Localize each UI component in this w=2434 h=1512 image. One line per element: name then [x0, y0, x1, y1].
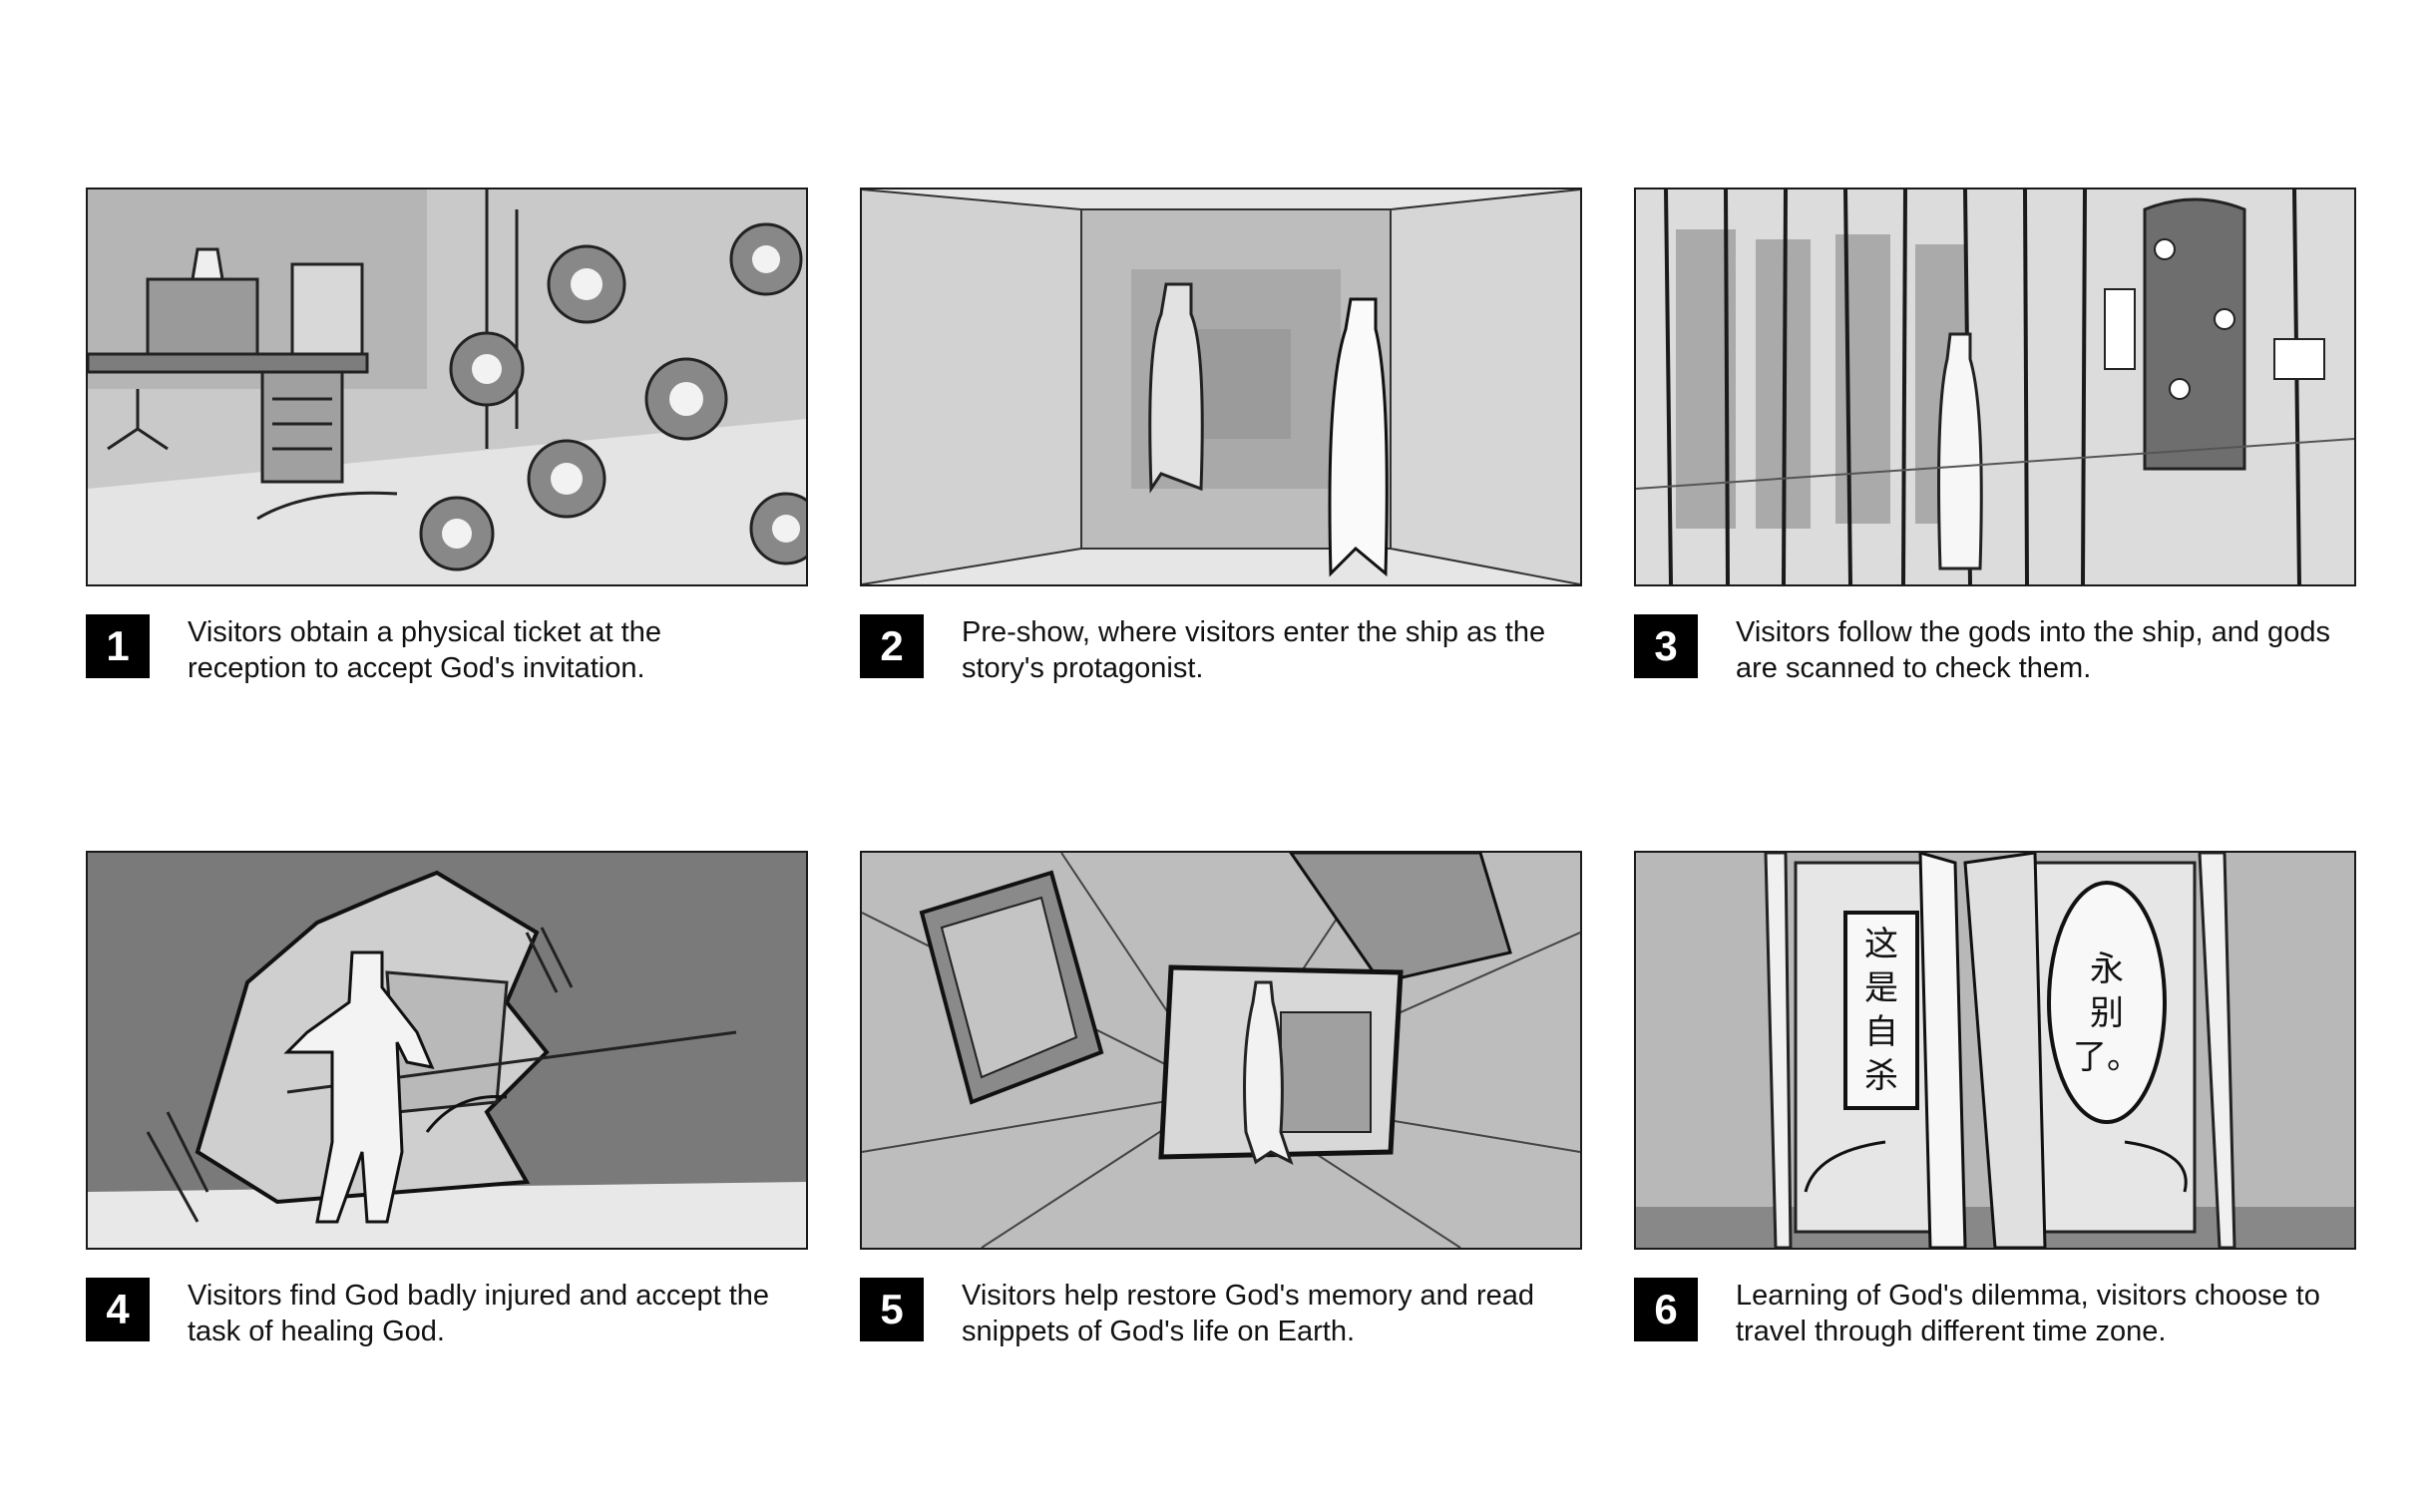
storyboard-panel-3: 3 Visitors follow the gods into the ship…	[1634, 188, 2356, 686]
ship-corridor-sketch	[862, 189, 1580, 584]
floating-memories-sketch	[862, 853, 1580, 1248]
sign-left-char: 这	[1864, 925, 1898, 964]
step-number-badge: 6	[1634, 1278, 1698, 1341]
storyboard-panel-4: 4 Visitors find God badly injured and ac…	[86, 851, 808, 1349]
storyboard-panel-5: 5 Visitors help restore God's memory and…	[860, 851, 1582, 1349]
sign-right-char: 永	[2090, 949, 2124, 989]
panel-6-illustration: 这 是 自 杀 永 别 了。	[1634, 851, 2356, 1250]
broken-wall-sketch	[88, 853, 806, 1248]
panel-1-illustration	[86, 188, 808, 586]
sign-left-char: 自	[1864, 1012, 1898, 1052]
step-description: Learning of God's dilemma, visitors choo…	[1736, 1280, 2320, 1347]
sign-left: 这 是 自 杀	[1847, 923, 1915, 1098]
panel-6-caption: 6 Learning of God's dilemma, visitors ch…	[1634, 1278, 2356, 1349]
step-description: Visitors follow the gods into the ship, …	[1736, 616, 2330, 684]
step-number-badge: 5	[860, 1278, 924, 1341]
step-number-badge: 3	[1634, 614, 1698, 678]
step-description: Visitors find God badly injured and acce…	[188, 1280, 770, 1347]
panel-5-caption: 5 Visitors help restore God's memory and…	[860, 1278, 1582, 1349]
panel-1-caption: 1 Visitors obtain a physical ticket at t…	[86, 614, 808, 686]
sign-right-char: 别	[2090, 993, 2124, 1033]
panel-5-illustration	[860, 851, 1582, 1250]
step-description: Visitors help restore God's memory and r…	[962, 1280, 1534, 1347]
panel-2-caption: 2 Pre-show, where visitors enter the shi…	[860, 614, 1582, 686]
time-doors-sketch	[1636, 853, 2354, 1248]
panel-4-illustration	[86, 851, 808, 1250]
storyboard-panel-1: 1 Visitors obtain a physical ticket at t…	[86, 188, 808, 686]
panel-4-caption: 4 Visitors find God badly injured and ac…	[86, 1278, 808, 1349]
sign-left-char: 杀	[1864, 1056, 1898, 1096]
panel-3-illustration	[1634, 188, 2356, 586]
sign-right-char: 了。	[2073, 1037, 2141, 1077]
step-description: Pre-show, where visitors enter the ship …	[962, 616, 1546, 684]
sign-right: 永 别 了。	[2065, 947, 2149, 1079]
step-number-badge: 2	[860, 614, 924, 678]
panel-2-illustration	[860, 188, 1582, 586]
step-number-badge: 4	[86, 1278, 150, 1341]
storyboard-panel-6: 这 是 自 杀 永 别 了。 6 Learning of God's dilem…	[1634, 851, 2356, 1349]
panel-3-caption: 3 Visitors follow the gods into the ship…	[1634, 614, 2356, 686]
storyboard-panel-2: 2 Pre-show, where visitors enter the shi…	[860, 188, 1582, 686]
sign-left-char: 是	[1864, 968, 1898, 1008]
reception-desk-sketch	[88, 189, 806, 584]
step-description: Visitors obtain a physical ticket at the…	[188, 616, 661, 684]
step-number-badge: 1	[86, 614, 150, 678]
scanning-room-sketch	[1636, 189, 2354, 584]
